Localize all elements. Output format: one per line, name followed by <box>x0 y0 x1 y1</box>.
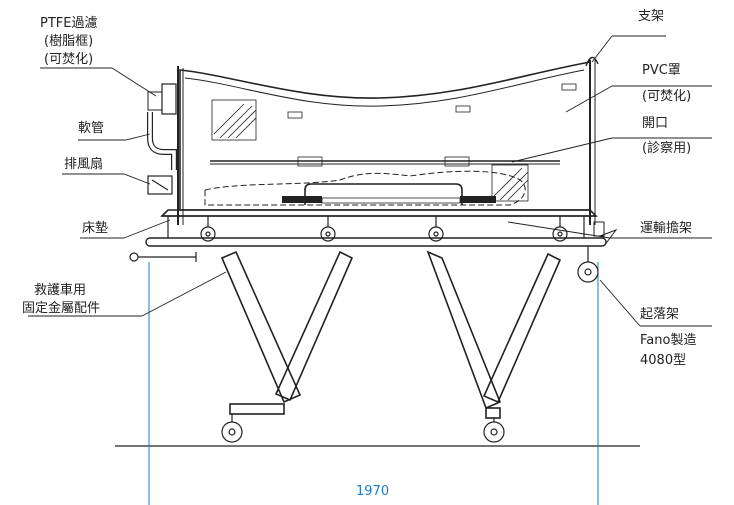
lift-frame <box>220 250 562 419</box>
stretcher-wheel-2 <box>320 226 336 242</box>
hatched-panel-left <box>211 99 257 141</box>
label-pvc-cover: PVC罩 <box>642 63 681 78</box>
stretcher-end-wheel <box>577 261 599 283</box>
label-ambulance-fitting-2: 固定金屬配件 <box>22 301 101 316</box>
label-opening: 開口 <box>642 116 669 131</box>
lift-wheel-left <box>221 421 243 443</box>
exhaust-fan <box>147 175 173 195</box>
label-maker: Fano製造 <box>640 333 697 348</box>
label-mattress: 床墊 <box>82 221 109 236</box>
lift-wheel-right <box>483 421 505 443</box>
handle <box>304 183 463 205</box>
dimension-length: 1970 <box>356 484 390 499</box>
ptfe-filter <box>161 83 177 115</box>
label-exam-use: (診察用) <box>642 141 692 156</box>
stretcher-wheel-3 <box>428 226 444 242</box>
label-lift-frame: 起落架 <box>640 307 680 322</box>
label-incinerable-right: (可焚化) <box>642 89 692 104</box>
label-resin-frame: (樹脂框) <box>44 34 94 49</box>
mattress-tray <box>160 209 598 217</box>
label-frame: 支架 <box>638 9 665 24</box>
label-incinerable-left: (可焚化) <box>44 52 94 67</box>
pvc-canopy <box>179 61 591 211</box>
patient-outline <box>204 170 526 206</box>
stretcher-rail <box>145 237 607 247</box>
label-hose: 軟管 <box>78 121 105 136</box>
hose <box>147 112 177 170</box>
stretcher-wheel-1 <box>200 226 216 242</box>
label-ptfe-filter: PTFE過濾 <box>40 16 98 31</box>
label-ambulance-fitting-1: 救護車用 <box>34 283 87 298</box>
label-model: 4080型 <box>640 353 687 368</box>
label-exhaust-fan: 排風扇 <box>64 157 104 172</box>
label-transport-stretcher: 運輸擔架 <box>640 221 693 236</box>
hatched-panel-right <box>491 164 529 202</box>
